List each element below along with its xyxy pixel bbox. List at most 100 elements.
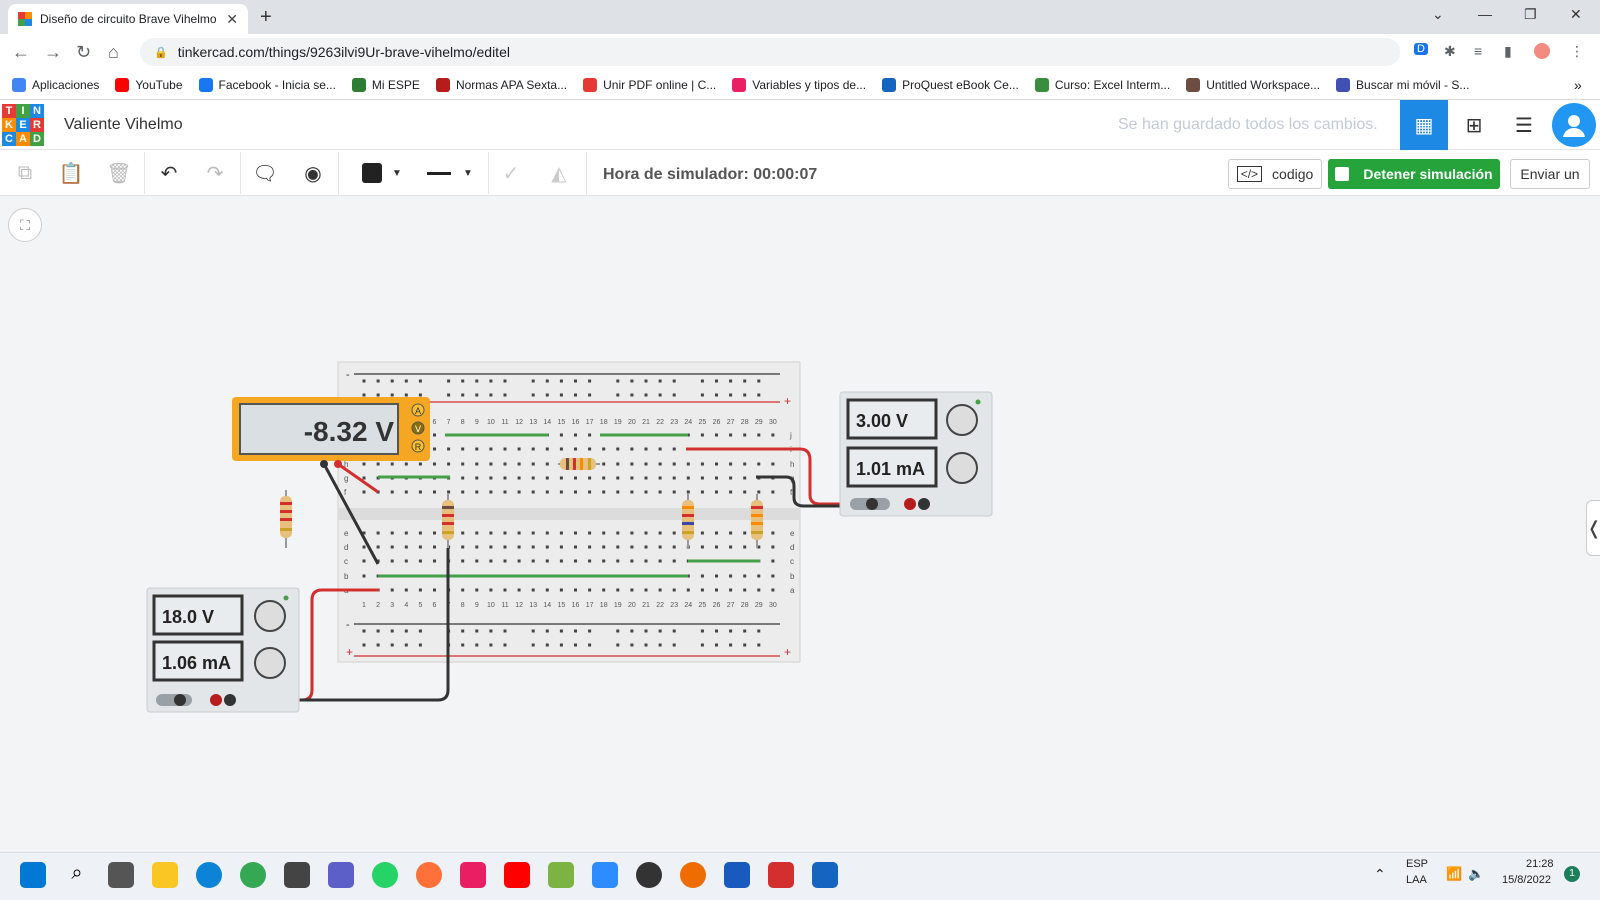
photos-icon[interactable] [812,862,838,888]
code-button[interactable]: </>codigo [1228,159,1322,189]
current-knob[interactable] [946,452,978,484]
rail-hole[interactable] [672,393,676,397]
breadboard-hole[interactable] [743,531,747,535]
rail-hole[interactable] [574,643,577,647]
breadboard-hole[interactable] [545,531,549,535]
tray-overflow-icon[interactable]: ⌃ [1374,866,1386,882]
breadboard-hole[interactable] [672,559,676,563]
close-window-icon[interactable]: ✕ [1570,6,1582,22]
rail-hole[interactable] [390,379,394,383]
breadboard-hole[interactable] [616,490,620,494]
breadboard-hole[interactable] [602,588,606,592]
breadboard-hole[interactable] [729,462,733,466]
breadboard-hole[interactable] [588,476,592,480]
rail-hole[interactable] [489,379,493,383]
profile-icon[interactable] [1534,43,1550,59]
stop-simulation-button[interactable]: Detener simulación [1328,159,1500,189]
rail-hole[interactable] [461,629,465,633]
breadboard-hole[interactable] [517,447,521,451]
breadboard-hole[interactable] [433,490,436,494]
red-probe-wire[interactable] [337,462,379,494]
breadboard-hole[interactable] [602,447,606,451]
breadboard-hole[interactable] [644,588,648,592]
rail-hole[interactable] [658,379,662,383]
breadboard-hole[interactable] [729,588,733,592]
rail-hole[interactable] [672,379,676,383]
breadboard-hole[interactable] [700,433,704,437]
breadboard-hole[interactable] [475,476,479,480]
notes-visibility-icon[interactable]: ◉ [304,162,322,185]
url-input[interactable]: 🔒 tinkercad.com/things/9263ilvi9Ur-brave… [140,38,1400,66]
zoom-icon[interactable] [592,862,618,888]
rail-hole[interactable] [559,629,563,633]
rail-hole[interactable] [729,643,733,647]
power-supply-left[interactable]: 18.0 V 1.06 mA [146,587,300,713]
extension-d-icon[interactable]: D [1414,43,1428,55]
breadboard-hole[interactable] [729,531,733,535]
breadboard-hole[interactable] [475,462,479,466]
breadboard-hole[interactable] [559,545,563,549]
rail-hole[interactable] [574,629,577,633]
breadboard-hole[interactable] [771,490,775,494]
rail-hole[interactable] [700,629,704,633]
breadboard-hole[interactable] [362,531,366,535]
clock-time[interactable]: 21:28 [1526,858,1554,870]
resistor[interactable] [442,494,454,548]
rail-hole[interactable] [545,643,549,647]
rail-hole[interactable] [559,379,563,383]
negative-terminal[interactable] [918,498,930,510]
breadboard-hole[interactable] [771,588,775,592]
breadboard-hole[interactable] [588,490,592,494]
breadboard-hole[interactable] [531,531,535,535]
rail-hole[interactable] [489,629,493,633]
breadboard-hole[interactable] [588,588,592,592]
breadboard-hole[interactable] [630,476,634,480]
flip-icon[interactable]: ◭ [551,162,567,185]
breadboard-hole[interactable] [658,588,662,592]
rail-hole[interactable] [362,643,366,647]
breadboard-hole[interactable] [658,545,662,549]
rail-hole[interactable] [475,629,479,633]
breadboard-hole[interactable] [588,433,592,437]
breadboard-hole[interactable] [658,476,662,480]
undo-icon[interactable]: ↶ [160,162,178,185]
breadboard-hole[interactable] [503,531,507,535]
breadboard-hole[interactable] [418,490,422,494]
breadboard-hole[interactable] [630,545,634,549]
voltage-knob[interactable] [946,404,978,436]
new-tab-button[interactable]: + [260,6,272,28]
project-name[interactable]: Valiente Vihelmo [64,116,183,133]
breadboard-hole[interactable] [686,574,690,578]
user-avatar[interactable] [1552,103,1596,147]
breadboard-hole[interactable] [475,447,479,451]
rail-hole[interactable] [503,379,507,383]
rail-hole[interactable] [588,379,592,383]
rail-hole[interactable] [418,379,422,383]
breadboard-hole[interactable] [489,447,493,451]
tab-search-icon[interactable]: ⌄ [1432,6,1444,22]
breadboard-hole[interactable] [630,447,634,451]
breadboard-hole[interactable] [574,433,577,437]
power-supply-right[interactable]: 3.00 V 1.01 mA [839,391,993,517]
bookmark-item[interactable]: Normas APA Sexta... [435,77,567,92]
wifi-icon[interactable]: 📶 [1446,866,1463,881]
breadboard-hole[interactable] [602,531,606,535]
rail-hole[interactable] [715,379,718,383]
rail-hole[interactable] [743,643,747,647]
breadboard-hole[interactable] [644,476,648,480]
breadboard-hole[interactable] [602,559,606,563]
breadboard-hole[interactable] [447,462,451,466]
rail-hole[interactable] [545,379,549,383]
resistor[interactable] [558,458,600,470]
breadboard-hole[interactable] [503,545,507,549]
breadboard-hole[interactable] [757,545,761,549]
breadboard-hole[interactable] [757,574,761,578]
breadboard-hole[interactable] [644,545,648,549]
breadboard-hole[interactable] [418,588,422,592]
rail-hole[interactable] [715,629,718,633]
breadboard-hole[interactable] [686,490,690,494]
breadboard-hole[interactable] [743,588,747,592]
volume-icon[interactable]: 🔈 [1468,866,1485,881]
breadboard-hole[interactable] [686,462,690,466]
rail-hole[interactable] [644,629,648,633]
